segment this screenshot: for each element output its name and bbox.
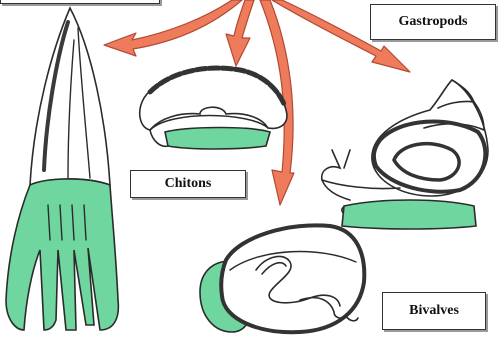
gastropods-label: Gastropods <box>370 4 496 40</box>
cephalopods-label-box <box>0 0 160 4</box>
gastropod-drawing <box>322 80 488 229</box>
bivalves-label: Bivalves <box>382 292 486 330</box>
chitons-label: Chitons <box>130 170 246 198</box>
cephalopod-drawing <box>6 8 118 330</box>
chiton-drawing <box>140 68 287 149</box>
bivalve-drawing <box>200 225 364 332</box>
arrow-to-cephalopod <box>104 0 242 56</box>
